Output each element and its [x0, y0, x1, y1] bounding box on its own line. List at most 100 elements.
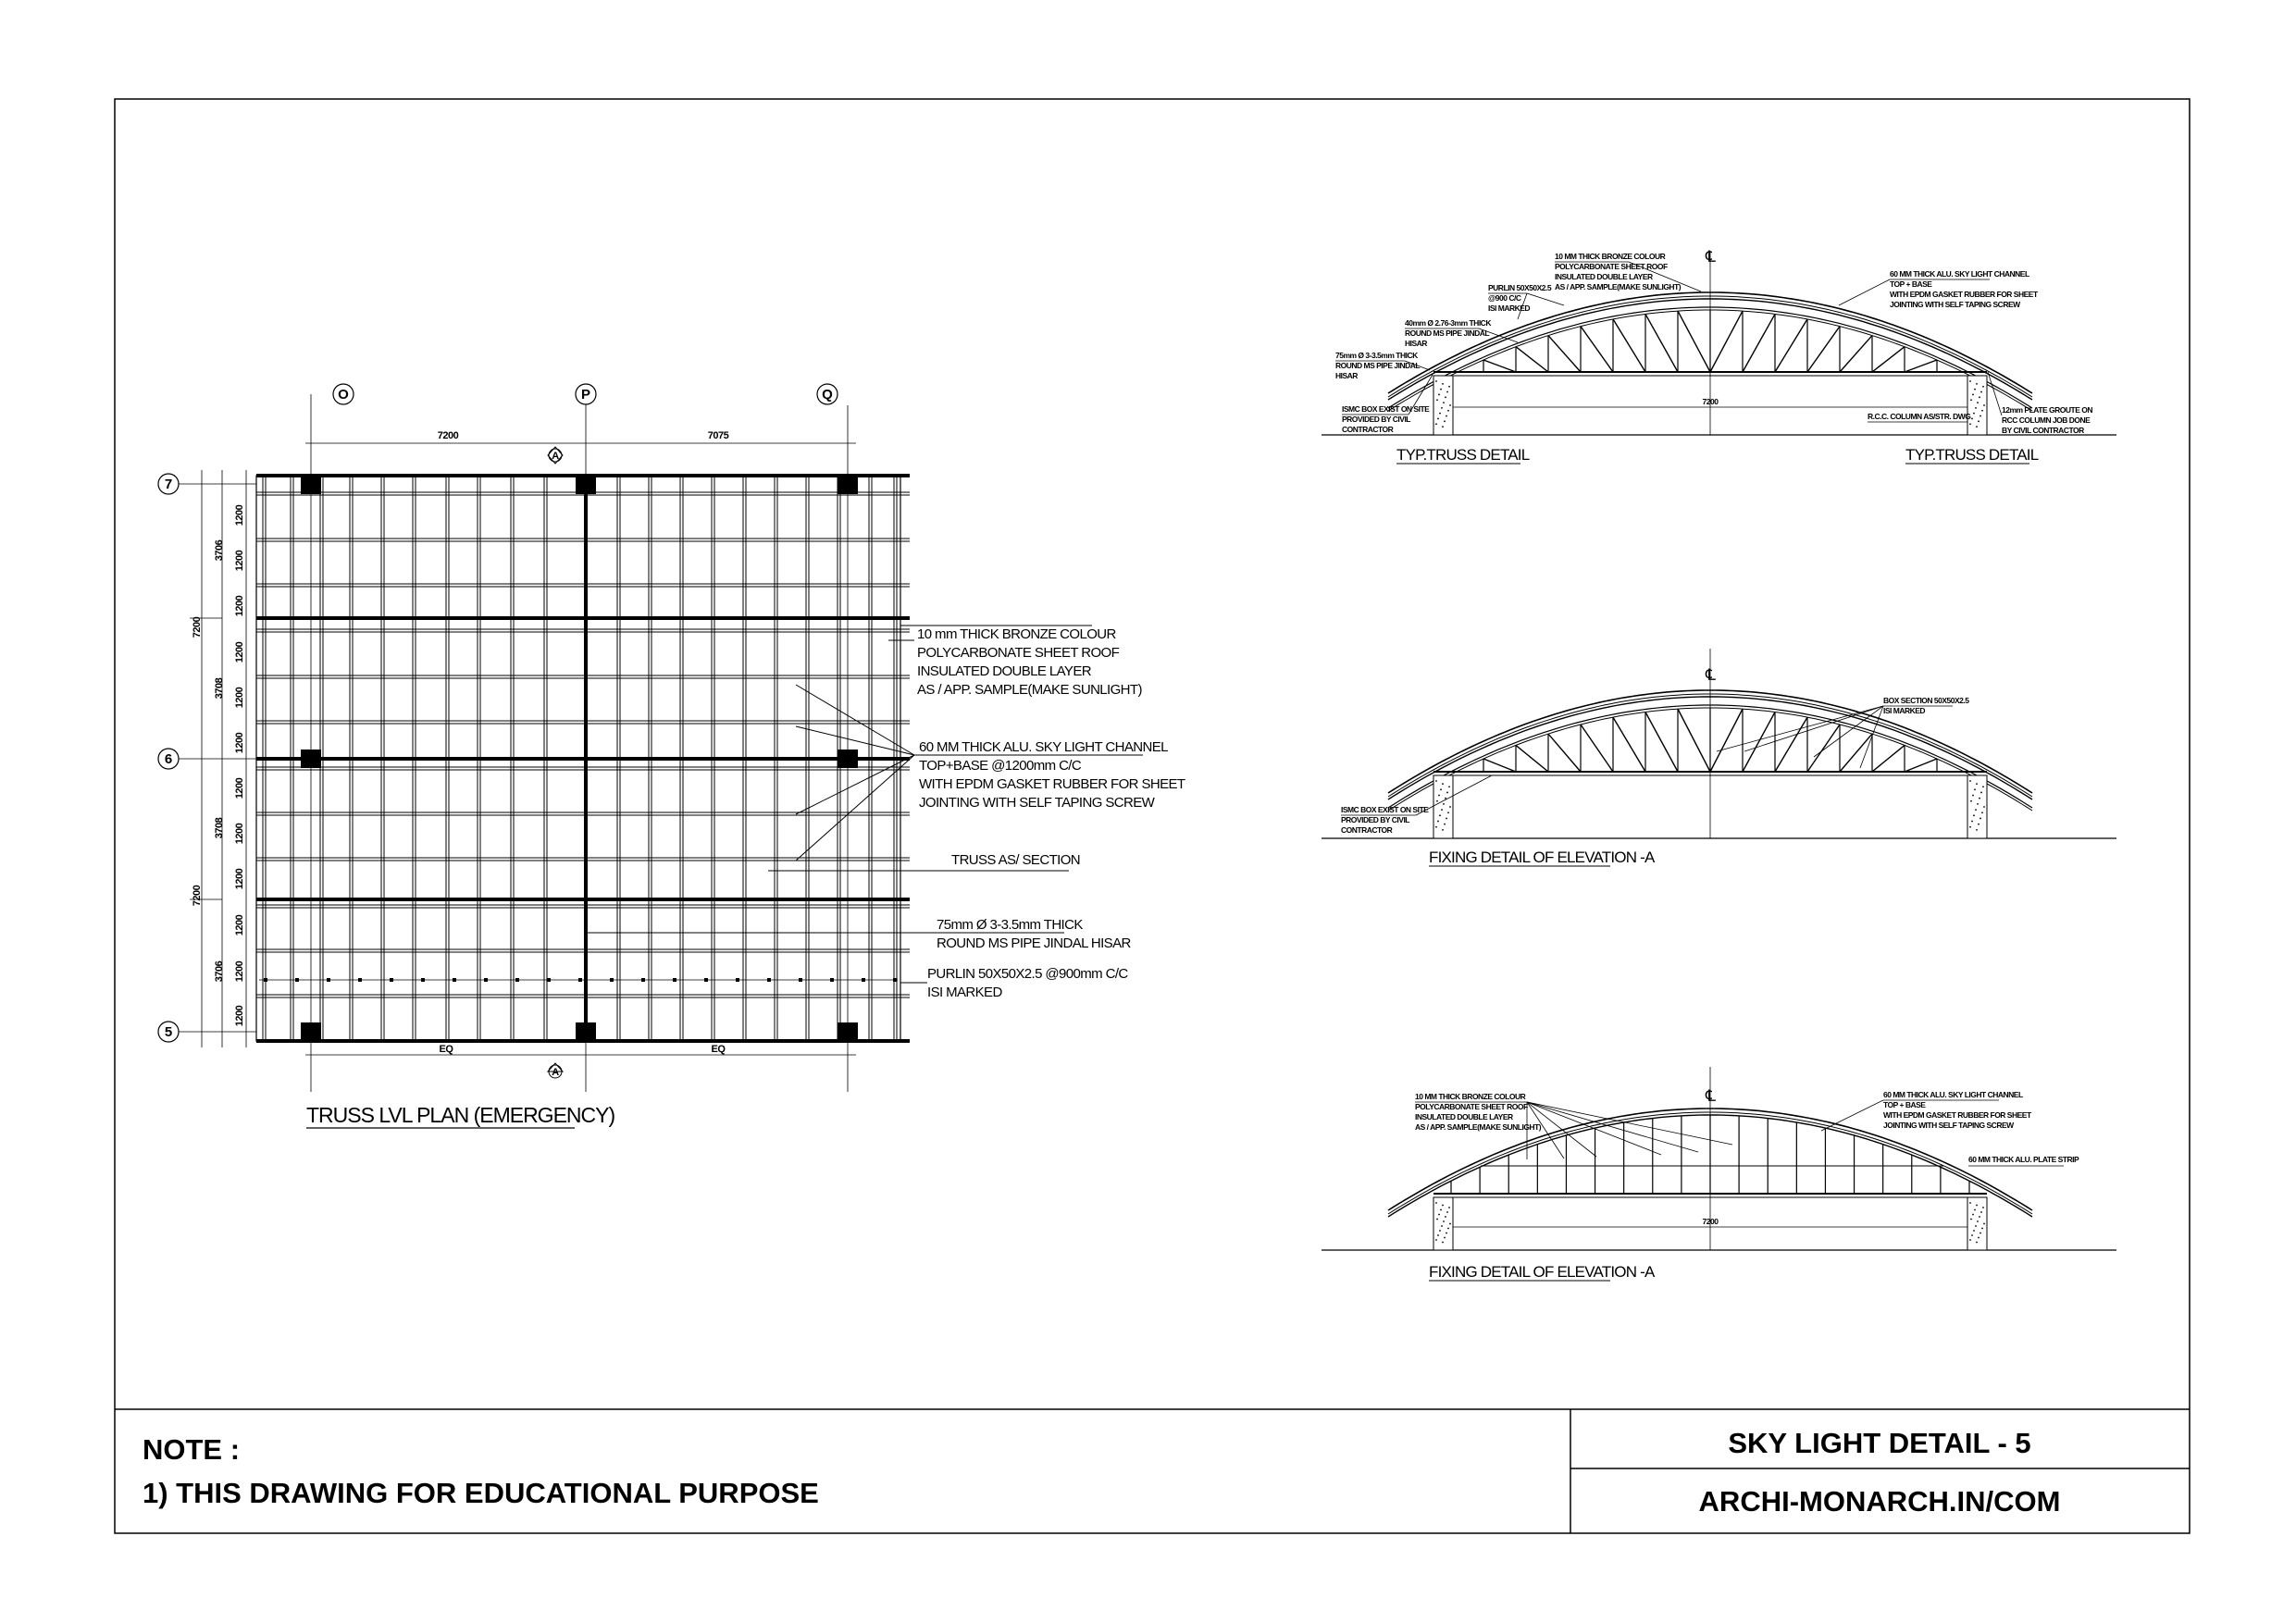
label-pipe-40: 40mm Ø 2.76-3mm THICK ROUND MS PIPE JIND…	[1405, 318, 1493, 348]
elevation-1-title: FIXING DETAIL OF ELEVATION -A	[1429, 849, 1656, 866]
spacing-dimensions: 1200120012001200120012001200120012001200…	[234, 504, 245, 1026]
dim-spacing-label: 1200	[234, 914, 245, 935]
label-sheet: 10 MM THICK BRONZE COLOUR POLYCARBONATE …	[1555, 252, 1682, 291]
concrete-hatch-dot	[1976, 828, 1978, 831]
concrete-hatch-dot	[1447, 1227, 1449, 1230]
concrete-hatch-dot	[1970, 1218, 1972, 1220]
concrete-hatch-dot	[1443, 802, 1445, 805]
svg-text:P: P	[581, 387, 590, 403]
dim-spacing-label: 1200	[234, 823, 245, 844]
svg-text:ISI MARKED: ISI MARKED	[927, 985, 1002, 1000]
concrete-hatch-dot	[1448, 1207, 1450, 1208]
concrete-hatch-dot	[1440, 1208, 1442, 1211]
label-channel: 60 MM THICK ALU. SKY LIGHT CHANNEL TOP +…	[1883, 1090, 2032, 1130]
concrete-hatch-dot	[1983, 404, 1985, 406]
column-square	[576, 476, 596, 494]
concrete-hatch-dot	[1975, 1225, 1977, 1227]
concrete-hatch-dot	[1976, 1204, 1978, 1207]
svg-text:TOP + BASE: TOP + BASE	[1890, 279, 1932, 289]
label-plate-strip: 60 MM THICK ALU. PLATE STRIP	[1968, 1155, 2079, 1164]
concrete-hatch-dot	[1975, 809, 1977, 812]
dim-left-half-4: 3706	[214, 960, 225, 982]
grid-bubble-O: O	[332, 383, 354, 405]
concrete-hatch-dot	[1435, 1239, 1437, 1241]
label-purlin: PURLIN 50X50X2.5 @900 C/C ISI MARKED	[1488, 283, 1552, 313]
svg-text:5: 5	[165, 1024, 172, 1040]
web-diagonal	[1547, 733, 1582, 773]
svg-text:60 MM THICK ALU. SKY LIGHT CHA: 60 MM THICK ALU. SKY LIGHT CHANNEL	[919, 739, 1168, 755]
note-label: NOTE :	[143, 1433, 240, 1466]
concrete-hatch-dot	[1442, 382, 1444, 385]
svg-text:PROVIDED BY CIVIL: PROVIDED BY CIVIL	[1341, 815, 1409, 824]
svg-text:60 MM THICK ALU. SKY LIGHT CHA: 60 MM THICK ALU. SKY LIGHT CHANNEL	[1890, 269, 2029, 279]
concrete-hatch-dot	[1438, 1213, 1440, 1216]
truss-detail-title-right: TYP.TRUSS DETAIL	[1905, 446, 2039, 464]
note-text: 1) THIS DRAWING FOR EDUCATIONAL PURPOSE	[143, 1477, 819, 1509]
web-diagonal	[1742, 314, 1776, 373]
concrete-hatch-dot	[1448, 786, 1450, 788]
svg-text:INSULATED DOUBLE LAYER: INSULATED DOUBLE LAYER	[1555, 272, 1653, 281]
svg-text:POLYCARBONATE SHEET ROOF: POLYCARBONATE SHEET ROOF	[1415, 1102, 1528, 1111]
dim-spacing-label: 1200	[234, 504, 245, 526]
note-truss: TRUSS AS/ SECTION	[951, 852, 1080, 868]
svg-text:Q: Q	[822, 387, 833, 403]
concrete-hatch-dot	[1971, 1234, 1973, 1236]
web-diagonal	[1580, 724, 1614, 773]
dim-top-1: 7200	[438, 430, 459, 441]
concrete-hatch-dot	[1970, 399, 1972, 402]
elevation-2-title: FIXING DETAIL OF ELEVATION -A	[1429, 1263, 1656, 1281]
web-diagonal	[1774, 716, 1808, 773]
svg-text:BY CIVIL CONTRACTOR: BY CIVIL CONTRACTOR	[2002, 426, 2084, 435]
web-diagonal	[1709, 310, 1744, 373]
concrete-hatch-dot	[1436, 399, 1438, 402]
concrete-hatch-dot	[1446, 390, 1448, 393]
svg-text:75mm Ø 3-3.5mm THICK: 75mm Ø 3-3.5mm THICK	[1335, 351, 1419, 360]
span-dimension: 7200	[1703, 397, 1719, 406]
concrete-hatch-dot	[1440, 388, 1442, 390]
concrete-hatch-dot	[1449, 404, 1451, 406]
concrete-hatch-dot	[1435, 380, 1437, 382]
label-sheet: 10 MM THICK BRONZE COLOUR POLYCARBONATE …	[1415, 1092, 1542, 1132]
concrete-hatch-dot	[1971, 820, 1973, 823]
concrete-hatch-dot	[1446, 791, 1448, 794]
concrete-hatch-dot	[1972, 794, 1974, 797]
dim-left-half-3: 3708	[214, 817, 225, 838]
svg-text:40mm Ø 2.76-3mm THICK: 40mm Ø 2.76-3mm THICK	[1405, 318, 1492, 328]
concrete-hatch-dot	[1975, 406, 1977, 409]
concrete-hatch-dot	[1971, 417, 1973, 420]
concrete-hatch-dot	[1981, 409, 1983, 412]
column-square	[838, 476, 858, 494]
concrete-hatch-dot	[1980, 791, 1982, 794]
website-label: ARCHI-MONARCH.IN/COM	[1699, 1485, 2061, 1518]
svg-text:JOINTING WITH SELF TAPING SCRE: JOINTING WITH SELF TAPING SCREW	[919, 795, 1156, 811]
concrete-hatch-dot	[1447, 409, 1449, 412]
dim-left-half-1: 3706	[214, 539, 225, 561]
dim-left-total-1: 7200	[192, 616, 203, 638]
web-diagonal	[1839, 733, 1873, 773]
concrete-hatch-dot	[1442, 783, 1444, 786]
svg-text:7: 7	[165, 477, 172, 492]
concrete-hatch-dot	[1442, 1204, 1444, 1207]
elevation-leaders	[1341, 705, 1953, 816]
label-ismc: ISMC BOX EXIST ON SITE PROVIDED BY CIVIL…	[1341, 805, 1430, 835]
svg-text:CONTRACTOR: CONTRACTOR	[1342, 425, 1394, 434]
concrete-hatch-dot	[1977, 402, 1979, 404]
concrete-hatch-dot	[1969, 825, 1971, 828]
concrete-hatch-dot	[1973, 814, 1975, 817]
svg-text:ISMC BOX EXIST ON SITE: ISMC BOX EXIST ON SITE	[1341, 805, 1429, 814]
plan-title: TRUSS LVL PLAN (EMERGENCY)	[306, 1103, 614, 1127]
column-square	[838, 750, 858, 768]
svg-text:WITH EPDM GASKET RUBBER FOR SH: WITH EPDM GASKET RUBBER FOR SHEET	[919, 776, 1185, 792]
concrete-hatch-dot	[1976, 382, 1978, 385]
truss-drawing	[1322, 251, 2116, 436]
web-diagonal	[1644, 712, 1679, 773]
web-diagonal	[1547, 335, 1582, 373]
concrete-hatch-dot	[1980, 415, 1981, 417]
concrete-hatch-dot	[1979, 1216, 1980, 1218]
concrete-hatch-dot	[1437, 417, 1439, 420]
label-plate: 12mm PLATE GROUTE ON RCC COLUMN JOB DONE…	[2002, 405, 2093, 435]
elevation-drawing	[1322, 1067, 2116, 1251]
concrete-hatch-dot	[1972, 1213, 1974, 1216]
concrete-hatch-dot	[1969, 1239, 1971, 1241]
